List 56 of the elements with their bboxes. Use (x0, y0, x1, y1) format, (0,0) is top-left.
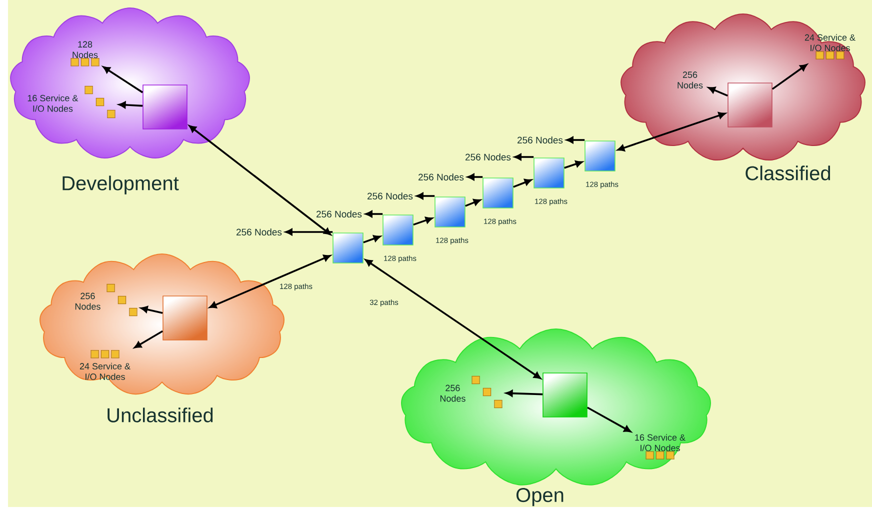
node-label: 256 Nodes (440, 384, 466, 402)
node-group: 16 Service & I/O Nodes (635, 434, 686, 460)
switch-box (382, 214, 414, 246)
router-box (728, 82, 772, 128)
node-count-label: 256 Nodes (368, 192, 413, 200)
arrow (363, 235, 381, 244)
router-box (142, 84, 188, 130)
node-label: Unclassified (108, 408, 213, 422)
switch-box (434, 196, 466, 228)
node-group: 128 Nodes (70, 41, 100, 66)
arrow (506, 390, 543, 397)
arrow (514, 154, 534, 160)
node-label: 256 Nodes (75, 292, 100, 310)
arrow (708, 86, 728, 96)
double-arrow (188, 125, 332, 236)
arrow (465, 198, 481, 207)
node-label: 16 Service & I/O Nodes (635, 434, 686, 452)
arrow (140, 306, 163, 314)
node-label: Classified (746, 166, 830, 180)
arrow (772, 64, 808, 90)
switch-box (584, 140, 616, 172)
node-group: 256 Nodes (440, 376, 503, 408)
switch-box (482, 178, 514, 208)
node-label: Development (62, 176, 179, 194)
arrow (513, 178, 532, 188)
arrow (416, 192, 435, 200)
node-count-label: 256 Nodes (236, 228, 282, 236)
arrow (566, 136, 585, 144)
node-count-label: 256 Nodes (316, 210, 362, 218)
double-arrow (209, 254, 331, 308)
arrow (413, 216, 433, 226)
arrow (134, 330, 164, 348)
node-count-label: 256 Nodes (418, 174, 464, 180)
node-count-label: 256 Nodes (518, 136, 563, 144)
arrow (102, 66, 144, 94)
node-group: 256 Nodes (678, 72, 703, 88)
switch-box (534, 158, 564, 188)
arrow (118, 102, 143, 108)
node-label: 128 Nodes (72, 41, 98, 58)
node-group: 24 Service & I/O Nodes (80, 350, 130, 380)
arrow (586, 406, 632, 432)
node-label: 24 Service & I/O Nodes (80, 362, 130, 380)
router-box (162, 296, 208, 340)
node-count-label: 256 Nodes (466, 154, 511, 160)
router-box (542, 372, 588, 418)
arrow (467, 174, 483, 180)
double-arrow (617, 112, 726, 152)
switch-box (332, 232, 364, 264)
arrow (365, 210, 383, 218)
node-group: 256 Nodes (75, 284, 138, 316)
arrow (285, 228, 333, 236)
arrow (564, 160, 583, 169)
node-label: 16 Service & I/O Nodes (28, 94, 78, 112)
double-arrow (365, 259, 541, 379)
node-label: Open (516, 488, 564, 506)
node-group: 16 Service & I/O Nodes (28, 86, 116, 118)
